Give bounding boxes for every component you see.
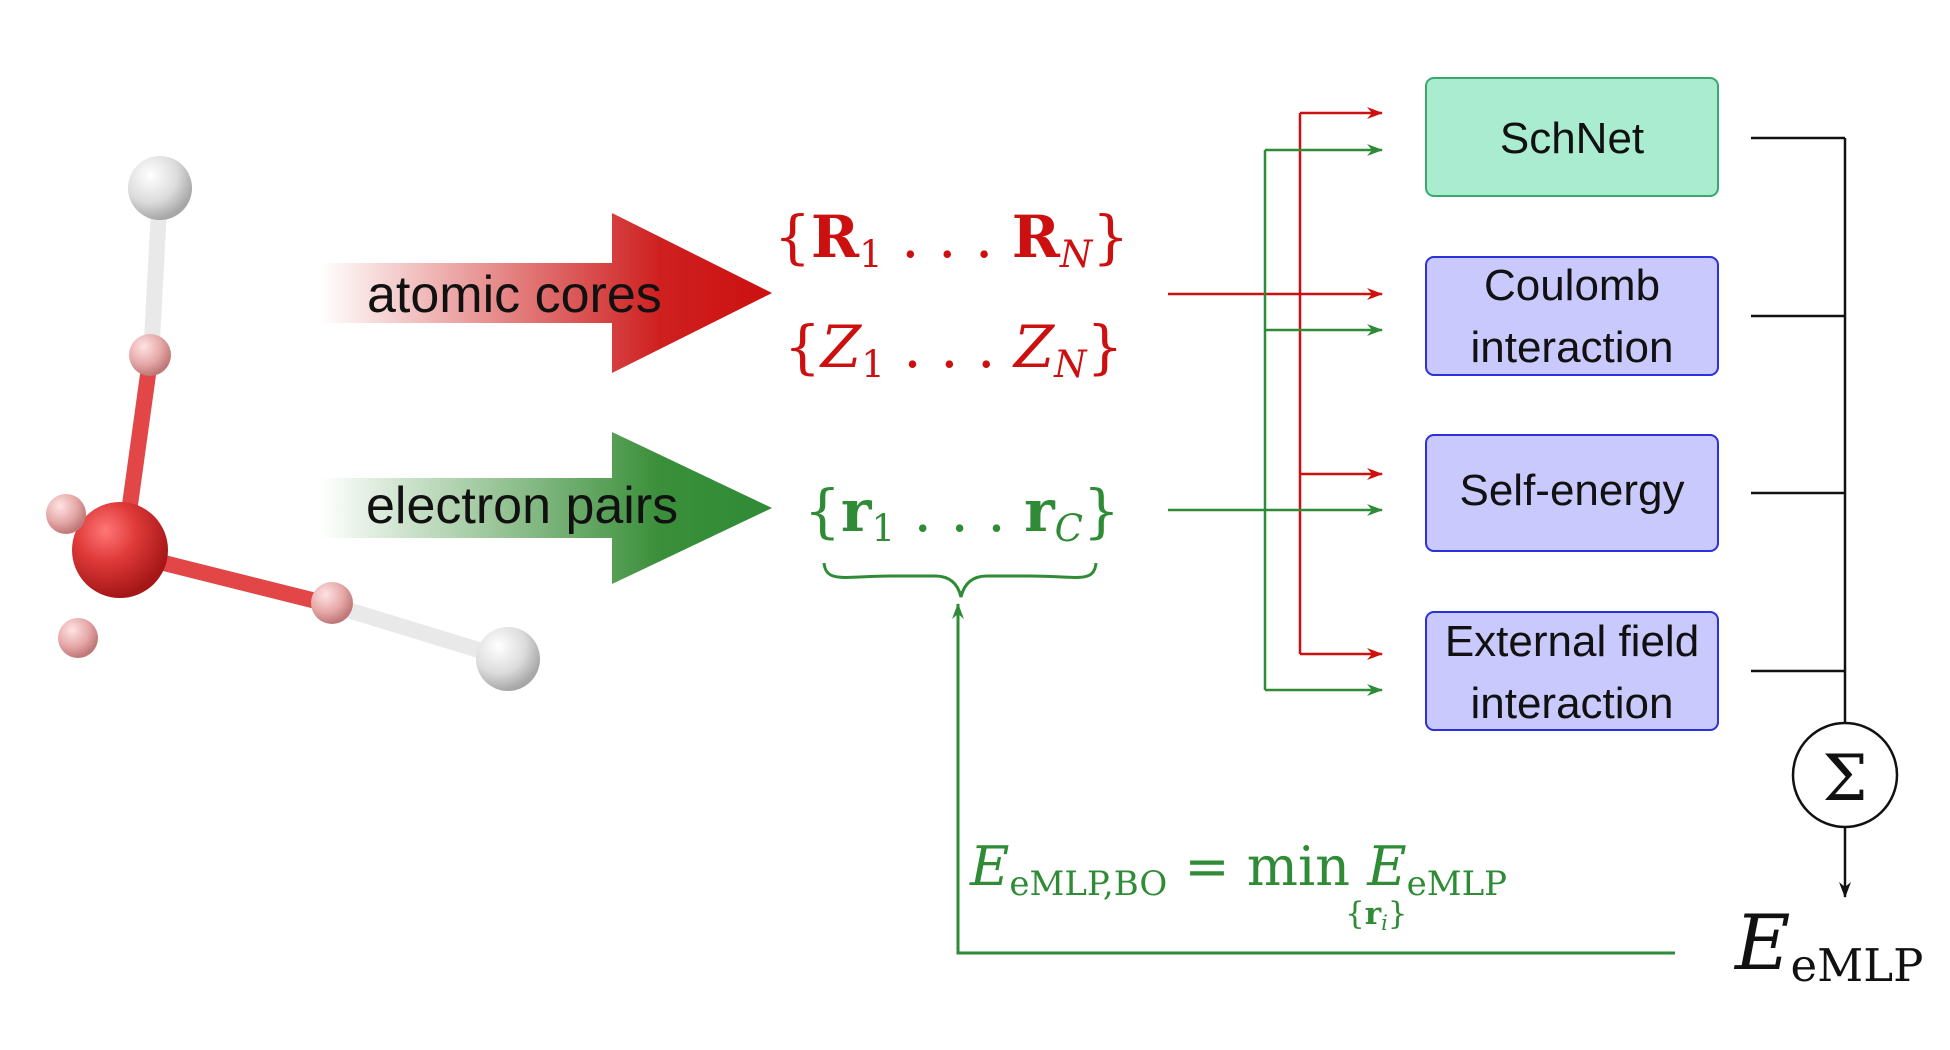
bond-oh-bottom-white: [330, 599, 513, 666]
self-energy-label: Self-energy: [1459, 466, 1684, 515]
electron-pair-4: [58, 618, 98, 658]
routing-lines: [1168, 107, 1383, 696]
charges-set: {Z1 . . . ZN}: [784, 313, 1123, 386]
optimization-objective: EeMLP,BO = min EeMLP: [969, 835, 1507, 904]
electron-set-underbrace: [822, 562, 1098, 598]
input-sets: {R1 . . . RN} {Z1 . . . ZN} {r1 . . . rC…: [774, 203, 1129, 598]
oxygen-atom: [72, 502, 168, 598]
atomic-cores-label: atomic cores: [367, 266, 662, 324]
schnet-box: [1425, 77, 1719, 197]
positions-set: {R1 . . . RN}: [774, 203, 1129, 276]
energy-modules: SchNet Coulomb interaction Self-energy E…: [1425, 77, 1719, 731]
electron-pair-3: [311, 582, 353, 624]
sum-network: Σ: [1751, 136, 1899, 898]
electron-pairs-arrow: [320, 432, 772, 584]
electron-pairs-label: electron pairs: [366, 477, 678, 535]
input-arrows: atomic cores electron pairs: [320, 213, 772, 584]
external-field-label-line2: interaction: [1470, 679, 1673, 728]
external-field-box: [1425, 611, 1719, 731]
optimization-subscript: {ri}: [1345, 896, 1408, 935]
output-energy: EeMLP: [1733, 898, 1923, 992]
hydrogen-atom-bottom: [476, 627, 540, 691]
atomic-cores-arrow: [320, 213, 772, 373]
electron-pair-2: [46, 494, 86, 534]
electron-positions-set: {r1 . . . rC}: [804, 477, 1120, 550]
coulomb-box: [1425, 256, 1719, 376]
coulomb-label-line2: interaction: [1470, 323, 1673, 372]
electron-pair-1: [129, 334, 171, 376]
feedback-loop-arrow: [952, 603, 1675, 955]
sum-symbol: Σ: [1822, 742, 1867, 816]
molecule: [46, 156, 540, 691]
self-energy-box: [1425, 434, 1719, 552]
hydrogen-atom-top: [128, 156, 192, 220]
external-field-label-line1: External field: [1445, 617, 1699, 666]
schnet-label: SchNet: [1500, 114, 1644, 163]
optimization-loop: EeMLP,BO = min EeMLP {ri}: [952, 603, 1675, 955]
coulomb-label-line1: Coulomb: [1484, 261, 1660, 310]
